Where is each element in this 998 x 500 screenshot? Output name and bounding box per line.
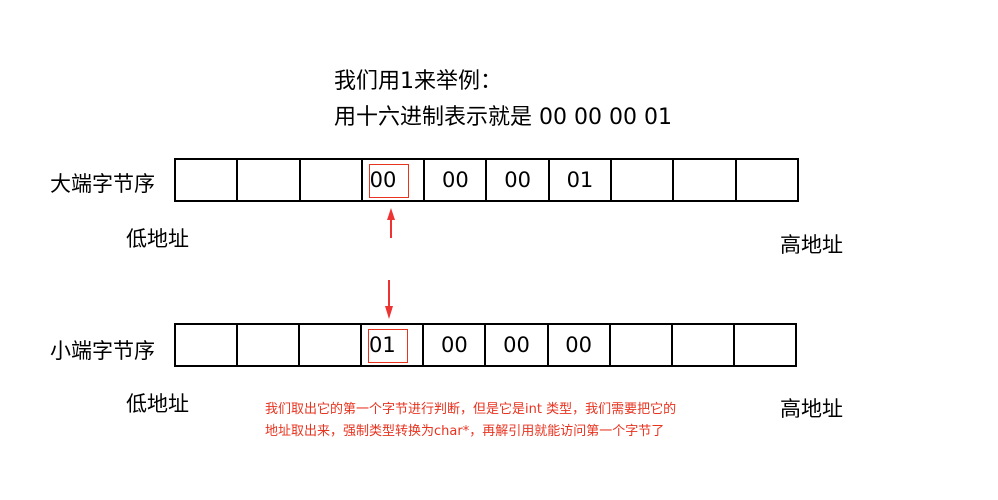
cell-value: 00: [441, 168, 469, 192]
title-line-1: 我们用1来举例：: [334, 69, 502, 94]
cell-value: 00: [504, 168, 531, 192]
explanation-note: 我们取出它的第一个字节进行判断，但是它是int 类型，我们需要把它的 地址取出来…: [265, 399, 676, 443]
memory-cell: [611, 325, 673, 365]
cell-value: 01: [566, 168, 594, 192]
big-endian-label: 大端字节序: [50, 172, 155, 196]
memory-cell: [735, 325, 795, 365]
memory-cell: [238, 325, 301, 365]
memory-cell: [674, 160, 737, 200]
cell-value: 00: [565, 333, 592, 357]
title-line-2: 用十六进制表示就是 00 00 00 01: [334, 105, 672, 130]
memory-cell: [612, 160, 675, 200]
memory-cell: 00: [363, 160, 426, 200]
note-line-1: 我们取出它的第一个字节进行判断，但是它是int 类型，我们需要把它的: [265, 402, 677, 417]
little-endian-label: 小端字节序: [50, 339, 155, 363]
cell-value: 00: [369, 168, 397, 192]
memory-cell: [238, 160, 301, 200]
down-arrow-icon: [385, 280, 393, 319]
little-endian-memory-row: 01 00 00 00: [174, 323, 797, 367]
memory-cell: 00: [549, 325, 611, 365]
memory-cell: 00: [425, 160, 488, 200]
memory-cell: 00: [424, 325, 487, 365]
highlight-box: [368, 329, 409, 363]
big-endian-high-address: 高地址: [780, 233, 843, 257]
big-endian-low-address: 低地址: [126, 227, 189, 251]
memory-cell: [300, 325, 363, 365]
memory-cell: [673, 325, 735, 365]
cell-value: 01: [368, 333, 396, 357]
big-endian-memory-row: 00 00 00 01: [174, 158, 799, 202]
up-arrow-icon: [387, 208, 395, 238]
little-endian-high-address: 高地址: [780, 397, 843, 421]
note-line-2: 地址取出来，强制类型转换为char*，再解引用就能访问第一个字节了: [265, 424, 665, 439]
memory-cell: 00: [487, 160, 550, 200]
memory-cell: [176, 160, 239, 200]
memory-cell: [176, 325, 239, 365]
memory-cell: 01: [550, 160, 613, 200]
highlight-box: [368, 164, 409, 198]
memory-cell: [301, 160, 363, 200]
little-endian-low-address: 低地址: [126, 392, 189, 416]
memory-cell: 00: [486, 325, 549, 365]
cell-value: 00: [503, 333, 530, 357]
memory-cell: 01: [362, 325, 425, 365]
cell-value: 00: [441, 333, 468, 357]
